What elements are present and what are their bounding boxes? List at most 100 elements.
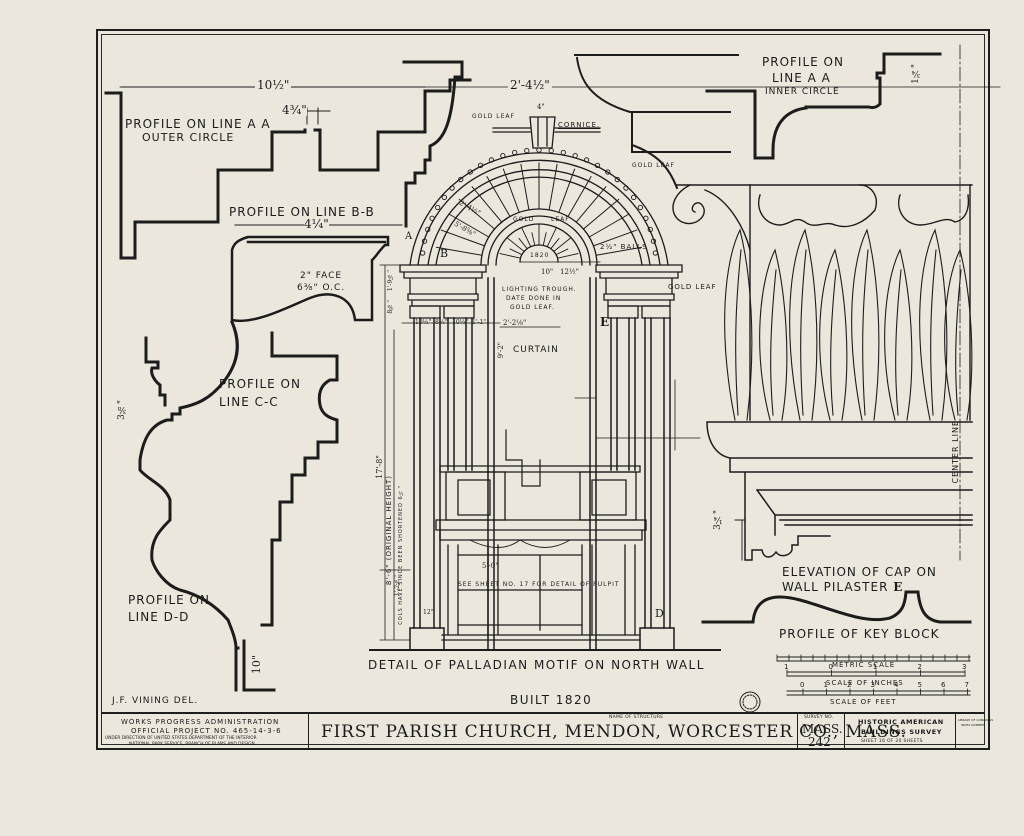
acanthus-leaf-vein <box>800 249 807 416</box>
key-block-outline <box>701 590 972 624</box>
fan-ray <box>458 198 496 230</box>
center-line-label: CENTER LINE <box>951 420 960 484</box>
cap-elevation <box>706 421 973 561</box>
structure-name: FIRST PARISH CHURCH, MENDON, WORCESTER C… <box>321 722 907 742</box>
scale-ticks <box>776 654 970 696</box>
feet-tick-label: 2 <box>847 681 853 689</box>
pulpit <box>435 429 647 641</box>
arch-bead <box>583 157 590 163</box>
library-line-2: INDEX NUMBER <box>961 723 985 727</box>
profile-cc-dim: 3⅜" <box>117 400 127 420</box>
profile-cc-title-2: LINE C-C <box>219 395 279 409</box>
structure-name-caption: NAME OF STRUCTURE <box>609 715 664 720</box>
profile-aa-inner-title-1: PROFILE ON <box>762 55 844 69</box>
mark-e: E <box>600 315 610 329</box>
acanthus-leaf <box>759 248 788 421</box>
sun-ray <box>550 237 560 250</box>
feet-tick-label: 0 <box>800 681 806 689</box>
profile-cc-outline <box>138 320 339 650</box>
sun-ray <box>499 253 522 259</box>
acanthus-leaf <box>944 248 973 421</box>
cap-title-2: WALL PILASTER E <box>782 581 903 593</box>
acanthus-leaf-vein <box>930 249 937 416</box>
wpa-line-3: UNDER DIRECTION OF UNITED STATES DEPARTM… <box>105 736 257 741</box>
sun-ray <box>521 227 532 248</box>
profile-dd-outline <box>234 639 276 692</box>
right-entablature <box>595 264 683 319</box>
cap-dim: 3¼" <box>713 510 723 530</box>
arch-bead <box>419 250 426 256</box>
arch-bead <box>477 162 484 169</box>
keystone <box>492 116 601 149</box>
fan-ray <box>595 246 642 256</box>
arch-bead <box>643 215 649 221</box>
label-gold-center-a: GOLD <box>513 216 535 223</box>
acanthus-leaf <box>819 248 848 421</box>
arch-bead <box>614 176 620 183</box>
label-date: 1820 <box>530 252 550 259</box>
inches-scale-label: SCALE OF INCHES <box>826 679 904 687</box>
feet-tick-label: 6 <box>941 681 947 689</box>
dim-mid: 5'-0" <box>482 562 499 570</box>
arch-bead <box>425 226 431 233</box>
arch-bead <box>512 149 518 156</box>
sun-ray <box>531 232 536 246</box>
feet-tick-label: 4 <box>894 681 900 689</box>
inch-tick-label: 1 <box>873 663 879 671</box>
profile-bb-note-1: 2" FACE <box>300 271 343 281</box>
feet-tick-label: 3 <box>870 681 876 689</box>
feet-tick-label: 1 <box>823 681 829 689</box>
profile-aa-inner-title-2: LINE A A <box>772 71 831 85</box>
dim-cap-h1: 1'-9⅛" <box>387 270 394 292</box>
mark-b: B <box>440 247 449 260</box>
profile-dd-dim: 10" <box>250 655 263 675</box>
fan-ray <box>548 163 558 211</box>
arch-bead <box>637 204 643 211</box>
delineator-credit: J.F. VINING DEL. <box>112 696 199 706</box>
cap-title-1: ELEVATION OF CAP ON <box>782 565 937 579</box>
arch-bead <box>647 226 653 233</box>
arch-bead <box>548 147 554 154</box>
fan-ray <box>582 198 620 230</box>
mark-a: A <box>405 231 413 242</box>
hab-seal <box>739 691 761 713</box>
arch-bead <box>488 157 495 163</box>
sheet-outer-border <box>96 29 990 750</box>
acanthus-leaf <box>884 248 913 421</box>
arch-bead <box>652 250 659 256</box>
feet-scale-label: SCALE OF FEET <box>830 698 897 706</box>
wpa-line-1: WORKS PROGRESS ADMINISTRATION <box>121 718 280 726</box>
fan-ray <box>592 229 638 247</box>
sun-ray <box>518 237 528 250</box>
dim-overall-width: 2'-4½" <box>508 78 552 92</box>
fan-ray <box>471 186 503 223</box>
cap-title-text: WALL PILASTER <box>782 580 889 594</box>
dim-trough-b: 12½" <box>560 268 579 276</box>
arch-beads <box>419 147 659 256</box>
habs-cell: HISTORIC AMERICAN BUILDINGS SURVEY SHEET… <box>845 714 956 749</box>
sheet-info: SHEET 16 OF 20 SHEETS <box>861 739 923 744</box>
survey-caption: SURVEY NO. <box>804 715 834 720</box>
acanthus-leaf <box>789 228 818 421</box>
arch-bead <box>605 169 611 175</box>
dim-cap-h2: 8⅜" <box>387 300 394 314</box>
sun-ray <box>555 248 569 256</box>
label-gold-leaf-right: GOLD LEAF <box>632 162 675 169</box>
profile-aa-inner-outline <box>705 52 942 160</box>
label-gold-center-b: LEAF <box>551 216 570 223</box>
arch-bead <box>560 149 566 156</box>
survey-number-2: 242 <box>808 735 831 749</box>
inch-tick-label: 1 <box>784 663 790 671</box>
sunburst-rays <box>499 223 579 259</box>
wpa-line-4: NATIONAL PARK SERVICE, BRANCH OF PLANS A… <box>129 742 255 747</box>
dim-col-b: 8½" <box>435 319 448 326</box>
acanthus-leaves <box>724 228 973 421</box>
dim-curtain-height: 9'-2" <box>497 342 505 359</box>
cap-pilaster-mark: E <box>893 580 904 594</box>
sun-ray <box>507 237 525 253</box>
profile-dd-title-2: LINE D-D <box>128 610 190 624</box>
wpa-cell: WORKS PROGRESS ADMINISTRATION OFFICIAL P… <box>101 714 309 749</box>
palladian-dimensions <box>379 261 701 641</box>
arch-bead <box>435 204 441 211</box>
acanthus-leaf-vein <box>895 269 902 416</box>
